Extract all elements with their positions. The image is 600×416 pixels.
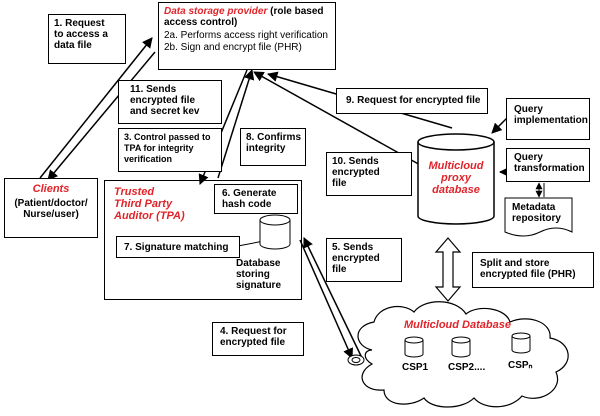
sends-key-label: 11. Sends encrypted file and secret kev (130, 84, 200, 117)
clients-title: Clients (32, 183, 70, 195)
dsp-title: Data storage provider (164, 6, 268, 17)
clients-subtitle: (Patient/doctor/ Nurse/user) (14, 198, 88, 220)
arrow-sends-10 (253, 71, 423, 167)
request-4-label: 4. Request for encrypted file (220, 326, 287, 348)
dsp-step-2b: 2b. Sign and encrypt file (PHR) (164, 42, 302, 53)
generate-hash-label: 6. Generate hash code (222, 188, 277, 210)
query-implementation-label: Query implementation (514, 104, 588, 126)
query-transformation-label: Query transformation (514, 152, 585, 174)
database-signature-label: Database storing signature (236, 258, 282, 291)
arrow-tpa-to-dsp (217, 68, 255, 179)
generate-hash-box (214, 184, 298, 214)
split-store-double-arrow (434, 237, 462, 302)
clients-box (4, 178, 98, 238)
proxy-database-label: Multicloud proxy database (428, 160, 484, 196)
dsp-heading: Data storage provider (role based access… (164, 6, 334, 28)
signature-matching-label: 7. Signature matching (124, 242, 229, 253)
control-tpa-label: 3. Control passed to TPA for integrity v… (124, 132, 211, 164)
cloud-entry-ring-inner (351, 357, 361, 363)
sends-10-label: 10. Sends encrypted file (332, 156, 380, 189)
sends-5-label: 5. Sends encrypted file (332, 242, 380, 275)
csp2-label: CSP2.... (448, 362, 486, 373)
cspn-label: CSPₙ (508, 360, 533, 371)
signature-matching-box (116, 236, 240, 258)
confirms-integrity-label: 8. Confirms integrity (246, 132, 302, 154)
dsp-step-2a: 2a. Performs access right verification (164, 30, 328, 41)
arrow-query-impl (491, 116, 509, 134)
data-storage-provider-box (158, 2, 336, 70)
sends-5-box (326, 238, 402, 282)
split-store-label: Split and store encrypted file (PHR) (480, 258, 576, 280)
arrow-sends-5 (303, 237, 363, 359)
signature-database-cylinder (259, 214, 291, 250)
confirms-integrity-box (240, 128, 306, 166)
request-4-box (212, 322, 304, 356)
metadata-document-shape (504, 197, 573, 237)
cspn-cylinder (511, 332, 531, 354)
request-9-label: 9. Request for encrypted file (346, 95, 481, 106)
request-access-box (48, 14, 126, 64)
arrow-dsp-to-client (47, 51, 156, 181)
metadata-repository-label: Metadata repository (512, 202, 561, 224)
query-implementation-box (506, 98, 590, 140)
tpa-title: Trusted Third Party Auditor (TPA) (114, 186, 185, 222)
tpa-container (104, 180, 302, 300)
csp2-cylinder (451, 336, 471, 358)
dsp-role: (role based access control) (164, 6, 324, 28)
control-tpa-box (118, 128, 222, 172)
proxy-database-cylinder (417, 133, 495, 225)
csp1-label: CSP1 (402, 362, 429, 373)
request-9-box (336, 88, 488, 114)
request-access-label: 1. Request to access a data file (54, 18, 108, 51)
arrow-request-4 (299, 239, 353, 359)
sends-10-box (326, 152, 412, 196)
query-transformation-box (506, 148, 590, 182)
sends-key-box (118, 80, 222, 124)
csp1-cylinder (404, 336, 424, 358)
split-store-box (472, 252, 594, 288)
multicloud-database-title: Multicloud Database (404, 319, 511, 331)
arrow-client-to-dsp (39, 37, 153, 179)
